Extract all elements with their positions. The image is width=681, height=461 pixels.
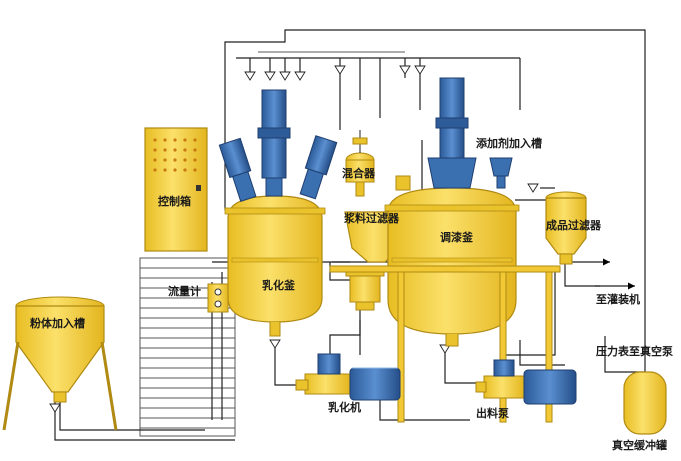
label-powder-tank: 粉体加入槽: [30, 317, 85, 330]
label-gauge-vacuum-pump: 压力表至真空泵: [596, 345, 673, 358]
control-box: [144, 127, 208, 252]
agitator-motor-right: [427, 77, 477, 189]
agitator-motors-left: [218, 89, 338, 202]
product-filter: [545, 191, 587, 265]
powder-tank: [2, 296, 118, 431]
label-emulsify-kettle: 乳化釜: [262, 279, 295, 292]
emulsifier-machine: [295, 353, 401, 401]
label-to-filling: 至灌装机: [596, 293, 640, 306]
discharge-pump: [475, 359, 577, 405]
label-control-box: 控制箱: [158, 195, 191, 208]
label-discharge-pump: 出料泵: [476, 407, 509, 420]
blending-kettle: [384, 175, 520, 347]
label-mixer: 混合器: [342, 167, 375, 180]
additive-tank: [489, 157, 513, 189]
support-structure: [329, 265, 561, 423]
label-slurry-filter: 浆料过滤器: [344, 212, 399, 225]
label-product-filter: 成品过滤器: [546, 219, 601, 232]
emulsify-kettle: [224, 195, 326, 337]
valves: [49, 65, 539, 413]
label-blending-kettle: 调漆釜: [440, 231, 473, 244]
label-vacuum-buffer-tank: 真空缓冲罐: [612, 439, 667, 452]
label-flowmeter: 流量计: [168, 285, 201, 298]
mixer: [345, 130, 375, 197]
label-additive-tank: 添加剂加入槽: [476, 137, 542, 150]
flowmeter: [207, 283, 229, 313]
label-emulsifier-machine: 乳化机: [328, 401, 361, 414]
vacuum-buffer-tank: [623, 371, 667, 435]
